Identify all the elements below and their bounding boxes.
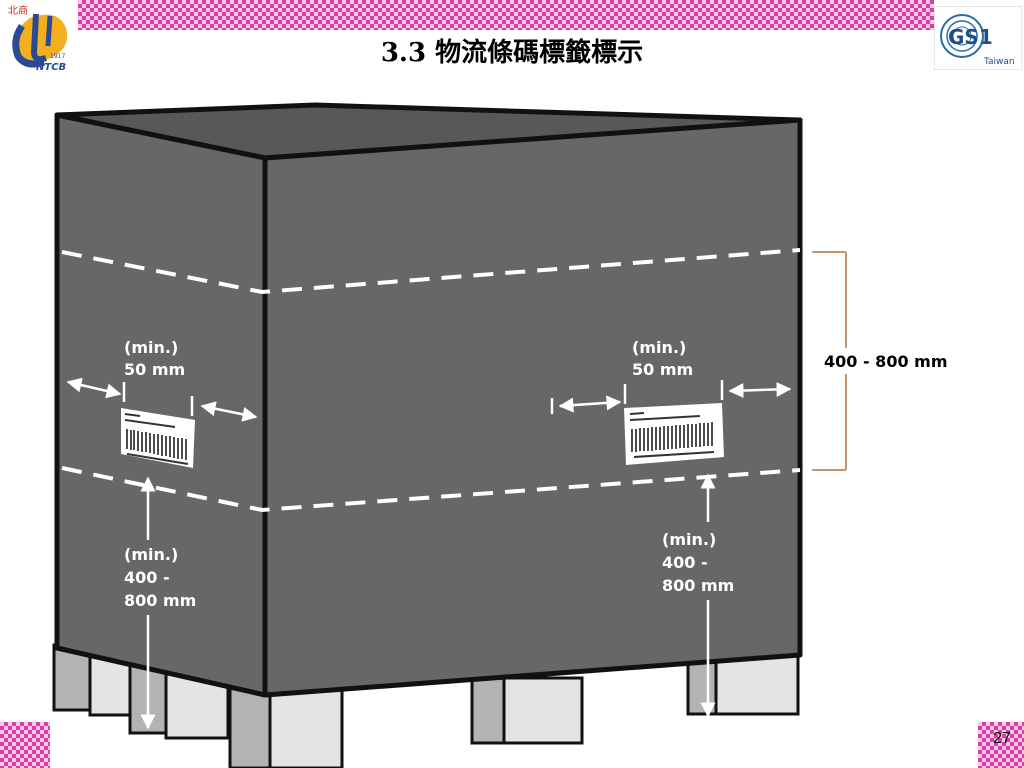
page-number: 27: [993, 730, 1011, 747]
side-height-value-2: 800 mm: [124, 591, 196, 610]
decorative-band-top: [78, 0, 934, 30]
side-height-min: (min.): [124, 545, 178, 564]
decorative-corner-bottom-right: [978, 722, 1024, 768]
side-distance-min: (min.): [124, 338, 178, 357]
gs1-logo-brand: GS1: [948, 25, 993, 49]
side-distance-arrows: [66, 377, 258, 422]
decorative-corner-bottom-left: [0, 722, 50, 768]
side-distance-value: 50 mm: [124, 360, 185, 379]
front-height-value-2: 800 mm: [662, 576, 734, 595]
front-height-min: (min.): [662, 530, 716, 549]
front-barcode-label: [624, 403, 724, 465]
page-title: 3.3 物流條碼標籤標示: [380, 38, 644, 68]
ntcb-logo: 北商 1917 NTCB: [8, 4, 68, 73]
side-height-value-1: 400 -: [124, 568, 170, 587]
box-front-face: [262, 117, 803, 698]
ntcb-logo-cn: 北商: [8, 4, 28, 17]
front-distance-min: (min.): [632, 338, 686, 357]
front-distance-arrows: [550, 380, 792, 414]
ntcb-logo-year: 1917: [50, 53, 65, 60]
side-barcode-label: [121, 408, 195, 468]
gs1-logo: GS1 Taiwan: [934, 6, 1022, 70]
ntcb-logo-en: NTCB: [36, 62, 66, 73]
band-height-label: 400 - 800 mm: [824, 352, 948, 371]
front-distance-value: 50 mm: [632, 360, 693, 379]
front-height-value-1: 400 -: [662, 553, 708, 572]
gs1-logo-region: Taiwan: [983, 57, 1015, 67]
label-band-lines: [61, 248, 801, 513]
